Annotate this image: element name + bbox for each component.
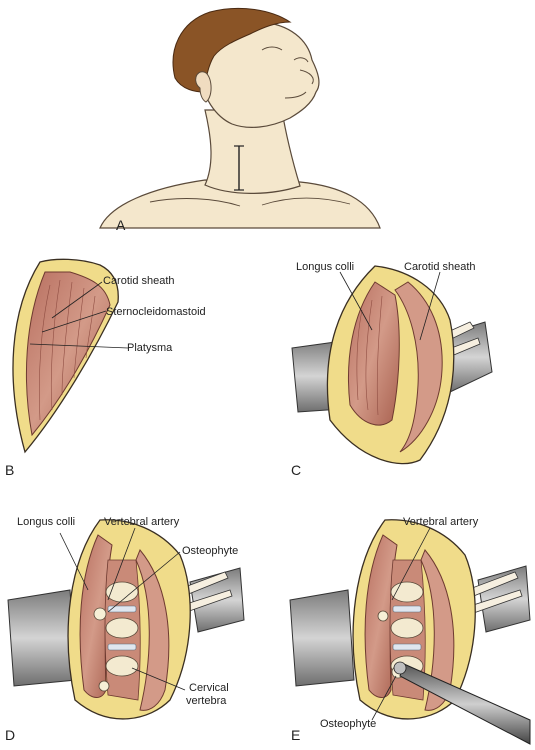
panel-letter-c: C (291, 462, 302, 478)
osteophyte (377, 610, 389, 622)
label-vertebra: vertebra (186, 695, 227, 707)
label-vertebral-artery: Vertebral artery (403, 516, 479, 528)
panel-c-figure (291, 265, 493, 465)
label-carotid-sheath: Carotid sheath (103, 275, 175, 287)
panel-letter-b: B (5, 462, 15, 478)
label-osteophyte: Osteophyte (320, 718, 377, 730)
carotid-sheath (420, 549, 455, 711)
panel-d-figure (7, 519, 245, 720)
label-platysma: Platysma (127, 342, 173, 354)
cervical-vertebra (105, 617, 139, 639)
panel-letter-d: D (5, 727, 16, 743)
cervical-vertebra (390, 617, 424, 639)
ear (195, 71, 212, 103)
panel-letter-a: A (116, 217, 126, 233)
cervical-vertebra (105, 581, 139, 603)
cervical-vertebra (105, 655, 139, 677)
muscle-bed (25, 271, 111, 437)
label-osteophyte: Osteophyte (182, 545, 239, 557)
retractor-left (7, 589, 77, 687)
carotid-sheath (394, 281, 443, 453)
panel-e-figure (289, 519, 531, 745)
osteophyte (98, 680, 110, 692)
longus-colli (348, 281, 400, 426)
label-cervical: Cervical (189, 682, 229, 694)
label-vertebral-artery: Vertebral artery (104, 516, 180, 528)
retractor-left (289, 589, 355, 687)
label-sternocleidomastoid: Sternocleidomastoid (106, 306, 206, 318)
carotid-sheath (135, 549, 170, 711)
panel-b-figure (12, 258, 129, 454)
panel-letter-e: E (291, 727, 301, 743)
drill-bit (393, 661, 407, 675)
neck (204, 109, 301, 194)
panel-a-figure (99, 7, 381, 229)
label-longus-colli: Longus colli (17, 516, 76, 528)
label-carotid-sheath: Carotid sheath (404, 261, 476, 273)
label-longus-colli: Longus colli (296, 261, 355, 273)
osteophyte (93, 607, 107, 621)
